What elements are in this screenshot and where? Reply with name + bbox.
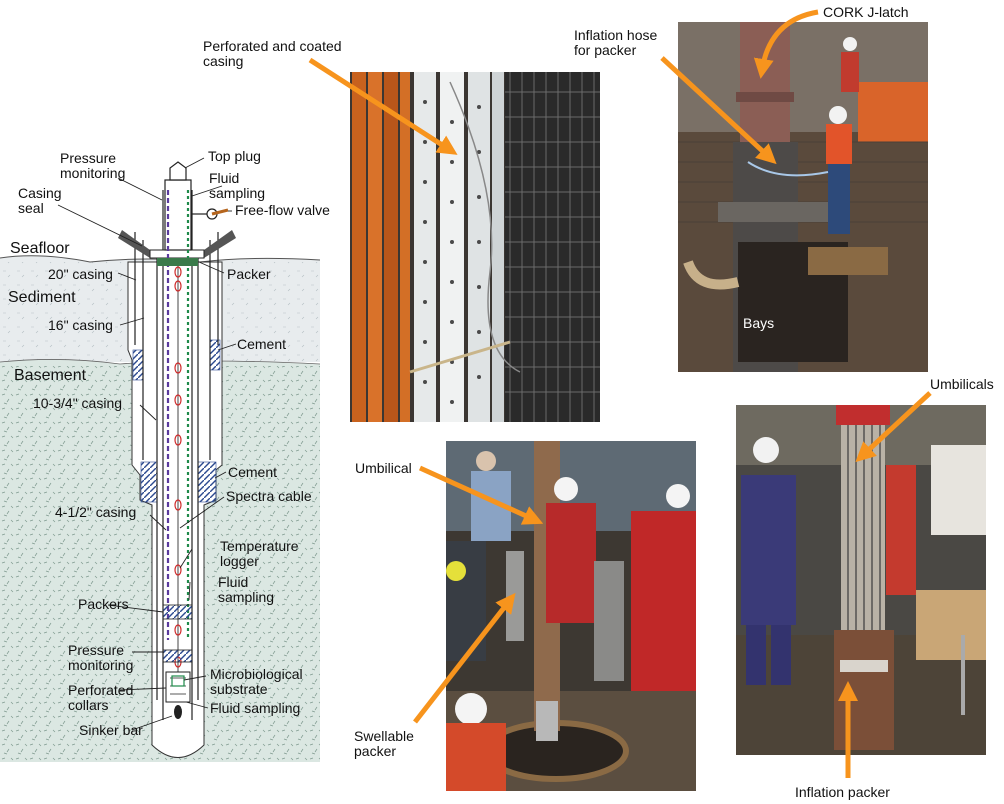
casing-walls (134, 190, 219, 720)
packer-lower-2 (162, 649, 193, 663)
caption-inflation-packer: Inflation packer (795, 784, 890, 800)
photo-perforated-casing (350, 72, 600, 422)
label-fluid-sampling-bottom: Fluid sampling (210, 700, 301, 716)
photo-cork-latch (678, 22, 928, 372)
top-plug (169, 161, 187, 181)
caption-bays: Bays (743, 315, 775, 331)
label-free-flow-valve: Free-flow valve (235, 202, 330, 218)
label-16in-casing: 16" casing (48, 317, 113, 333)
arrow-umbilicals (855, 391, 932, 463)
caption-inflation-hose: Inflation hose for packer (574, 27, 658, 58)
cork-head (164, 179, 192, 251)
label-pressure-monitoring-top: Pressure monitoring (60, 150, 126, 181)
packer-upper (157, 258, 198, 266)
microbio-substrate (171, 675, 185, 687)
arrow-inflation-hose (660, 56, 777, 165)
label-cement-top: Cement (237, 336, 287, 352)
leader-lines (57, 157, 237, 731)
caption-perforated-casing: Perforated and coated casing (203, 38, 342, 69)
arrow-perforated-casing (308, 57, 458, 155)
casing-seal-right (204, 230, 236, 258)
label-sediment: Sediment (8, 289, 76, 306)
caption-cork-latch: CORK J-latch (823, 4, 909, 20)
label-basement: Basement (14, 367, 87, 384)
label-packers: Packers (78, 596, 129, 612)
label-cement-mid: Cement (228, 464, 278, 480)
borehole-diagram (0, 157, 321, 762)
label-packer: Packer (227, 266, 271, 282)
casing-seal-left (118, 230, 150, 258)
sinker-bar (174, 705, 182, 719)
basement-line (0, 359, 321, 365)
label-microbiological-substrate: Microbiological substrate (210, 666, 303, 697)
caption-umbilical: Umbilical (355, 460, 412, 476)
arrow-cork-latch (753, 9, 819, 79)
caption-umbilicals: Umbilicals (930, 376, 994, 392)
perforated-collars (165, 671, 191, 703)
label-fluid-sampling-top: Fluid sampling (209, 170, 266, 201)
arrow-swellable-packer (413, 592, 516, 724)
free-flow-valve-handle (211, 208, 229, 216)
label-spectra-cable: Spectra cable (226, 488, 312, 504)
label-casing-seal: Casing seal (18, 185, 62, 216)
label-perforated-collars: Perforated collars (68, 682, 134, 713)
seafloor-line (0, 255, 321, 263)
arrow-umbilical (418, 465, 544, 525)
label-top-plug: Top plug (208, 148, 261, 164)
label-temperature-logger: Temperature logger (220, 538, 299, 569)
caption-swellable-packer: Swellable packer (354, 728, 414, 759)
label-sinker-bar: Sinker bar (79, 722, 143, 738)
label-10in-casing: 10-3/4" casing (33, 395, 123, 411)
label-pressure-monitoring-bottom: Pressure monitoring (68, 642, 134, 673)
label-seafloor: Seafloor (10, 240, 70, 257)
label-20in-casing: 20" casing (48, 266, 113, 282)
label-fluid-sampling-mid: Fluid sampling (218, 574, 275, 605)
label-4in-casing: 4-1/2" casing (55, 504, 137, 520)
